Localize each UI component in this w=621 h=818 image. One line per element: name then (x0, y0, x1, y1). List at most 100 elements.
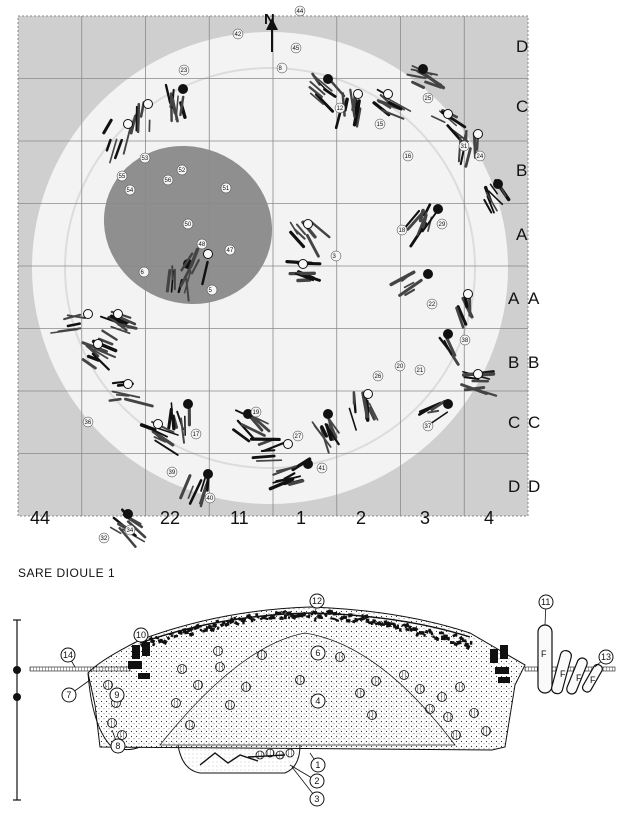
burial-marker (474, 150, 486, 162)
burial-number: 17 (193, 432, 200, 438)
burial-marker (124, 184, 136, 196)
gravel-piece (168, 632, 174, 636)
skull (203, 249, 213, 259)
gravel-piece (151, 642, 156, 647)
callout-number: 13 (601, 652, 611, 662)
bone (175, 95, 179, 121)
bone (108, 397, 122, 402)
pebble (215, 662, 225, 672)
gravel-piece (418, 630, 422, 635)
burial-marker (290, 42, 302, 54)
bone (251, 454, 276, 460)
burial-number: 41 (319, 466, 326, 472)
skull (303, 459, 313, 469)
bone (108, 315, 128, 332)
bone (105, 138, 112, 152)
bone (180, 252, 194, 272)
pebble (295, 675, 305, 685)
callout-circle (61, 687, 77, 703)
bone (117, 322, 138, 330)
bone (268, 477, 295, 491)
gravel-piece (162, 639, 168, 645)
skull (203, 469, 213, 479)
skull (353, 89, 363, 99)
skull (183, 399, 193, 409)
bone (445, 336, 456, 356)
pebble (415, 684, 425, 694)
burial-marker (458, 140, 470, 152)
bone (486, 195, 495, 214)
pebble (455, 682, 465, 692)
skull (178, 84, 188, 94)
callout-circle (60, 647, 76, 663)
burial-marker (402, 150, 414, 162)
gravel-piece (371, 619, 377, 624)
bone (157, 427, 179, 436)
bone (232, 428, 251, 443)
callout-number: 8 (115, 741, 120, 751)
pebble (443, 712, 453, 722)
burial-number: 45 (293, 46, 300, 52)
gravel-piece (264, 614, 269, 618)
column-label: 44 (30, 508, 50, 528)
pebble (171, 698, 181, 708)
bone (255, 459, 283, 462)
burial-number: 54 (127, 188, 134, 194)
burial-marker (190, 428, 202, 440)
bone (380, 109, 405, 120)
bone (66, 322, 82, 328)
burial-marker (422, 420, 434, 432)
bone (91, 352, 110, 371)
gravel-piece (216, 626, 220, 631)
gravel-piece (452, 633, 458, 638)
row-label: D (528, 477, 540, 496)
svg-text:F: F (576, 673, 582, 683)
callout-circle (538, 594, 554, 610)
burial-number: 22 (429, 302, 436, 308)
inner-ring (64, 67, 476, 469)
callout-number: 3 (314, 794, 319, 804)
gravel-piece (311, 610, 318, 615)
gravel-piece (279, 616, 284, 620)
bone (295, 223, 307, 236)
gravel-piece (243, 617, 247, 623)
skull (123, 509, 133, 519)
pebble (437, 692, 447, 702)
gravel-piece (349, 613, 353, 617)
bone (411, 80, 426, 89)
bone (288, 479, 305, 486)
bone (115, 393, 130, 397)
pebble (469, 708, 479, 718)
bone (179, 474, 192, 500)
gravel-piece (333, 618, 340, 623)
gravel-piece (345, 618, 351, 623)
gravel-piece (330, 617, 335, 620)
burial-marker (292, 430, 304, 442)
callout-number: 10 (136, 630, 146, 640)
burial-marker (182, 218, 194, 230)
pebble (425, 704, 435, 714)
bone (86, 354, 100, 362)
pebble (117, 730, 127, 740)
skull (443, 329, 453, 339)
gravel-piece (197, 624, 202, 629)
burial-marker (116, 170, 128, 182)
burial-number: 16 (405, 154, 412, 160)
gravel-piece (421, 631, 425, 635)
bone (187, 485, 194, 499)
bone (240, 423, 266, 437)
bone (489, 183, 498, 195)
pebble (285, 748, 295, 758)
gravel-piece (456, 640, 462, 645)
bone (180, 417, 186, 444)
pebble (367, 710, 377, 720)
bone (97, 337, 114, 346)
row-label: A (508, 289, 520, 308)
bone (111, 390, 141, 399)
callout-circle (109, 687, 125, 703)
callout-number: 12 (312, 596, 322, 606)
gravel-piece (424, 629, 429, 634)
bone (110, 325, 131, 335)
